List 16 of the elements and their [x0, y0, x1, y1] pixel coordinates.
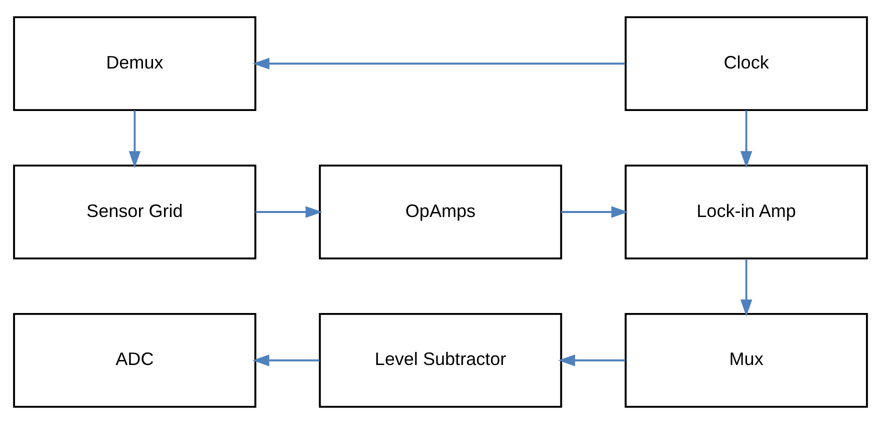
arrow [740, 258, 752, 316]
node-box: Sensor Grid [13, 164, 256, 259]
arrow [252, 57, 626, 69]
arrow [255, 206, 322, 218]
arrow [252, 354, 320, 366]
node-box: Mux [624, 312, 868, 408]
node-box: OpAmps [318, 164, 562, 259]
node-box: Demux [13, 16, 256, 111]
node-box: Lock-in Amp [624, 164, 868, 259]
arrow [128, 110, 141, 168]
arrow [558, 354, 626, 366]
arrow [561, 206, 628, 218]
arrow [740, 110, 752, 168]
node-box: Clock [624, 16, 868, 111]
node-box: ADC [13, 312, 256, 408]
node-box: Level Subtractor [318, 312, 562, 408]
